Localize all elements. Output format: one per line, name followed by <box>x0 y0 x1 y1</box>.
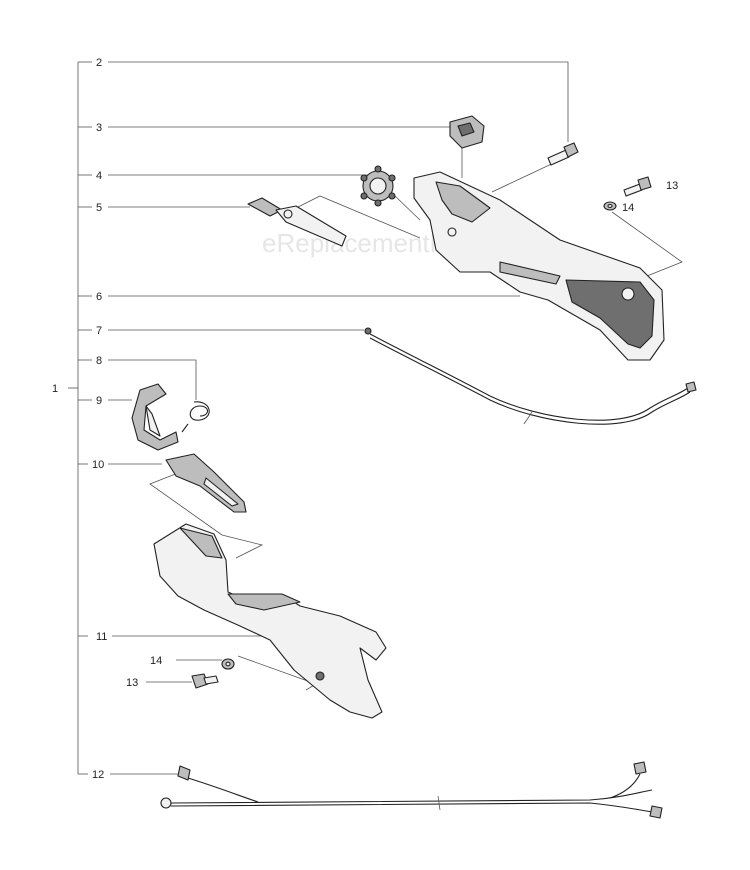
callout-14-upper: 14 <box>622 202 634 214</box>
part-8-spring <box>181 401 210 433</box>
part-2-screw <box>547 142 579 166</box>
callout-3: 3 <box>96 122 102 134</box>
callout-14-lower: 14 <box>150 655 162 667</box>
callout-13-lower: 13 <box>126 677 138 689</box>
callout-11: 11 <box>96 631 107 643</box>
callout-6: 6 <box>96 291 102 303</box>
callout-labels: 1 2 3 4 5 6 7 8 9 10 11 12 13 14 14 13 <box>52 57 678 781</box>
part-9-clamp <box>131 383 179 451</box>
callout-7: 7 <box>96 325 102 337</box>
callout-12: 12 <box>92 769 104 781</box>
part-7-throttle-cable <box>364 327 697 425</box>
part-13-upper-screw <box>623 176 652 197</box>
part-10-lockout-lever <box>165 453 247 513</box>
part-14-upper-washer <box>603 201 617 211</box>
part-6-handle-housing <box>413 171 665 361</box>
callout-8: 8 <box>96 355 102 367</box>
part-12-wiring-harness <box>160 761 663 819</box>
part-13-lower-screw <box>191 673 219 689</box>
callout-2: 2 <box>96 57 102 69</box>
callout-10: 10 <box>92 459 104 471</box>
part-14-lower-washer <box>221 658 235 670</box>
callout-13-upper: 13 <box>666 180 678 192</box>
part-5-trigger <box>247 197 347 247</box>
part-4-gear-ring <box>360 165 396 207</box>
callout-4: 4 <box>96 170 102 182</box>
callout-1: 1 <box>52 383 58 395</box>
leader-lines <box>108 61 683 775</box>
part-3-switch <box>449 115 485 149</box>
callout-9: 9 <box>96 395 102 407</box>
assembly-bracket <box>68 61 92 775</box>
part-11-front-handle <box>153 523 387 719</box>
callout-5: 5 <box>96 202 102 214</box>
